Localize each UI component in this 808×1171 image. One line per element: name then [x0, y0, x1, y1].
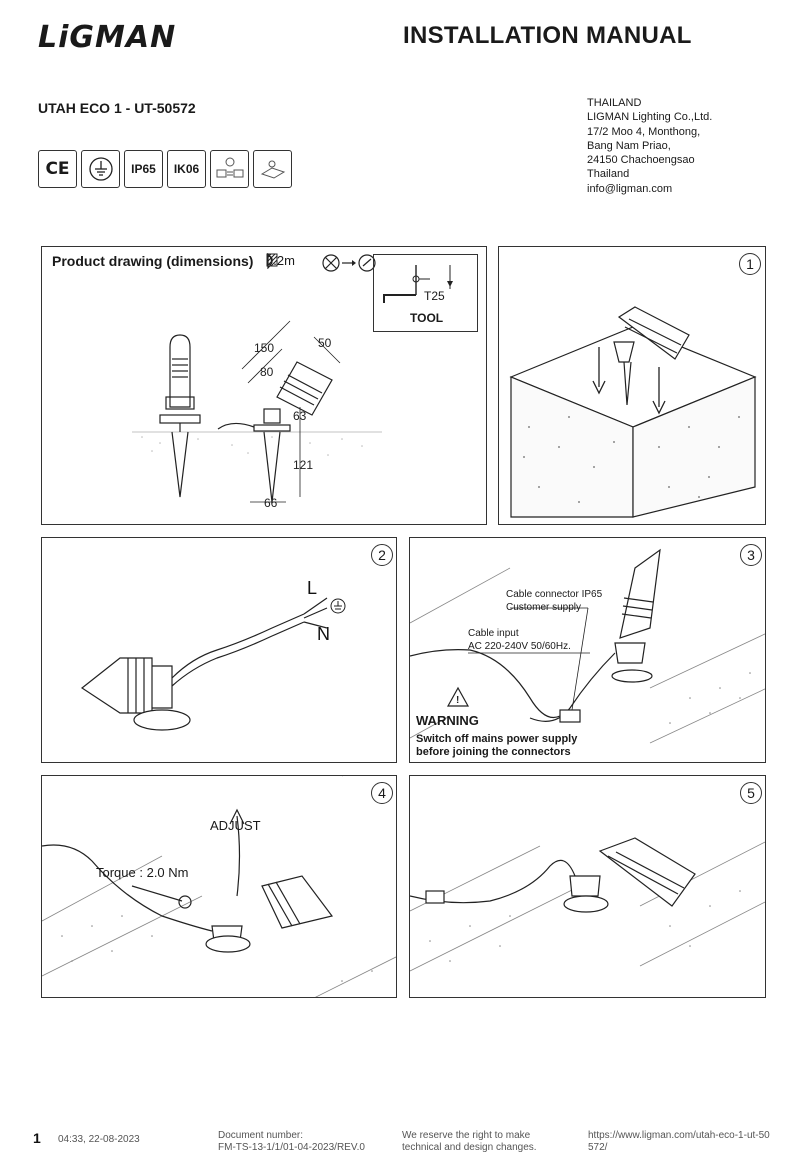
disclaimer-line: technical and design changes. — [402, 1142, 537, 1153]
footer-disclaimer: We reserve the right to make technical a… — [402, 1130, 537, 1154]
address-line: Bang Nam Priao, — [587, 139, 671, 152]
dim-50: 50 — [318, 336, 332, 350]
ground-wire-icon — [330, 598, 346, 614]
step-1-illustration — [509, 306, 757, 518]
ce-mark-icon: CE — [38, 150, 77, 188]
step-number: 3 — [740, 544, 762, 566]
svg-text:!: ! — [456, 695, 459, 706]
min-distance-label: 0.2m — [266, 253, 295, 269]
docnum-label: Document number: — [218, 1130, 304, 1141]
footer-timestamp: 04:33, 22-08-2023 — [58, 1134, 140, 1145]
product-drawing-panel: Product drawing (dimensions) 0.2m T25 TO… — [41, 246, 487, 525]
address-email: info@ligman.com — [587, 182, 673, 195]
cable-input-note: Cable input AC 220-240V 50/60Hz. — [468, 627, 571, 653]
step-2-panel: L N 2 — [41, 537, 397, 763]
page-number: 1 — [33, 1130, 41, 1146]
ip-rating-badge: IP65 — [124, 150, 163, 188]
step-number: 2 — [371, 544, 393, 566]
torque-label: Torque : 2.0 Nm — [96, 865, 189, 880]
footer-url[interactable]: https://www.ligman.com/utah-eco-1-ut-50 … — [588, 1130, 770, 1154]
customer-supply-label: Customer supply — [506, 602, 582, 613]
step-4-panel: ADJUST Torque : 2.0 Nm 4 — [41, 775, 397, 998]
company-address: THAILAND LIGMAN Lighting Co.,Ltd. 17/2 M… — [587, 96, 712, 196]
dim-80: 80 — [260, 365, 274, 379]
voltage-label: AC 220-240V 50/60Hz. — [468, 641, 571, 652]
surface-hatch-icon — [266, 253, 278, 267]
wire-live-label: L — [307, 578, 317, 598]
disclaimer-line: We reserve the right to make — [402, 1130, 531, 1141]
warning-text: Switch off mains power supply before joi… — [416, 733, 577, 759]
docnum-value: FM-TS-13-1/1/01-04-2023/REV.0 — [218, 1142, 365, 1153]
ik-rating-badge: IK06 — [167, 150, 206, 188]
dim-150: 150 — [254, 341, 274, 355]
address-line: THAILAND — [587, 97, 642, 109]
dim-121: 121 — [293, 458, 313, 472]
step-1-panel: 1 — [498, 246, 766, 525]
warning-line: Switch off mains power supply — [416, 733, 578, 745]
step-number: 5 — [740, 782, 762, 804]
connector-note: Cable connector IP65 Customer supply — [506, 588, 602, 614]
step-number: 1 — [739, 253, 761, 275]
dimension-drawing: 150 50 80 63 121 66 — [132, 320, 382, 510]
install-direction-icon — [253, 150, 292, 188]
address-line: Thailand — [587, 168, 630, 181]
warning-heading: WARNING — [416, 713, 479, 728]
model-name: UTAH ECO 1 - UT-50572 — [38, 100, 196, 116]
product-drawing-title: Product drawing (dimensions) — [52, 253, 254, 269]
certification-icons: CE IP65 IK06 — [38, 150, 292, 188]
step-3-panel: ! Cable connector IP65 Customer supply C… — [409, 537, 766, 763]
url-line[interactable]: 572/ — [588, 1142, 608, 1153]
step-5-panel: 5 — [409, 775, 766, 998]
warning-triangle-icon — [446, 686, 470, 707]
address-line: 17/2 Moo 4, Monthong, — [587, 125, 701, 138]
tool-box: T25 TOOL — [373, 254, 478, 332]
dim-66: 66 — [264, 496, 278, 510]
brand-logo: LiGMAN — [38, 20, 177, 55]
connector-label: Cable connector IP65 — [506, 589, 603, 600]
step-2-illustration: L N — [80, 578, 346, 731]
footer-document-number: Document number: FM-TS-13-1/1/01-04-2023… — [218, 1130, 365, 1154]
tool-bit-label: T25 — [424, 289, 445, 303]
address-line: 24150 Chachoengsao — [587, 154, 695, 167]
earth-ground-icon — [81, 150, 120, 188]
address-line: LIGMAN Lighting Co.,Ltd. — [587, 111, 713, 124]
tool-label: TOOL — [410, 311, 444, 325]
step-number: 4 — [371, 782, 393, 804]
wire-neutral-label: N — [317, 624, 330, 644]
dim-63: 63 — [293, 409, 307, 423]
adjust-label: ADJUST — [210, 818, 261, 833]
warning-line: before joining the connectors — [416, 746, 571, 758]
driver-inside-icon — [210, 150, 249, 188]
step-5-illustration — [410, 837, 765, 972]
url-line[interactable]: https://www.ligman.com/utah-eco-1-ut-50 — [588, 1130, 770, 1141]
step-4-illustration — [42, 776, 396, 997]
document-title: INSTALLATION MANUAL — [403, 22, 692, 49]
cable-input-label: Cable input — [468, 628, 519, 639]
step-3-illustration: ! — [410, 548, 765, 744]
